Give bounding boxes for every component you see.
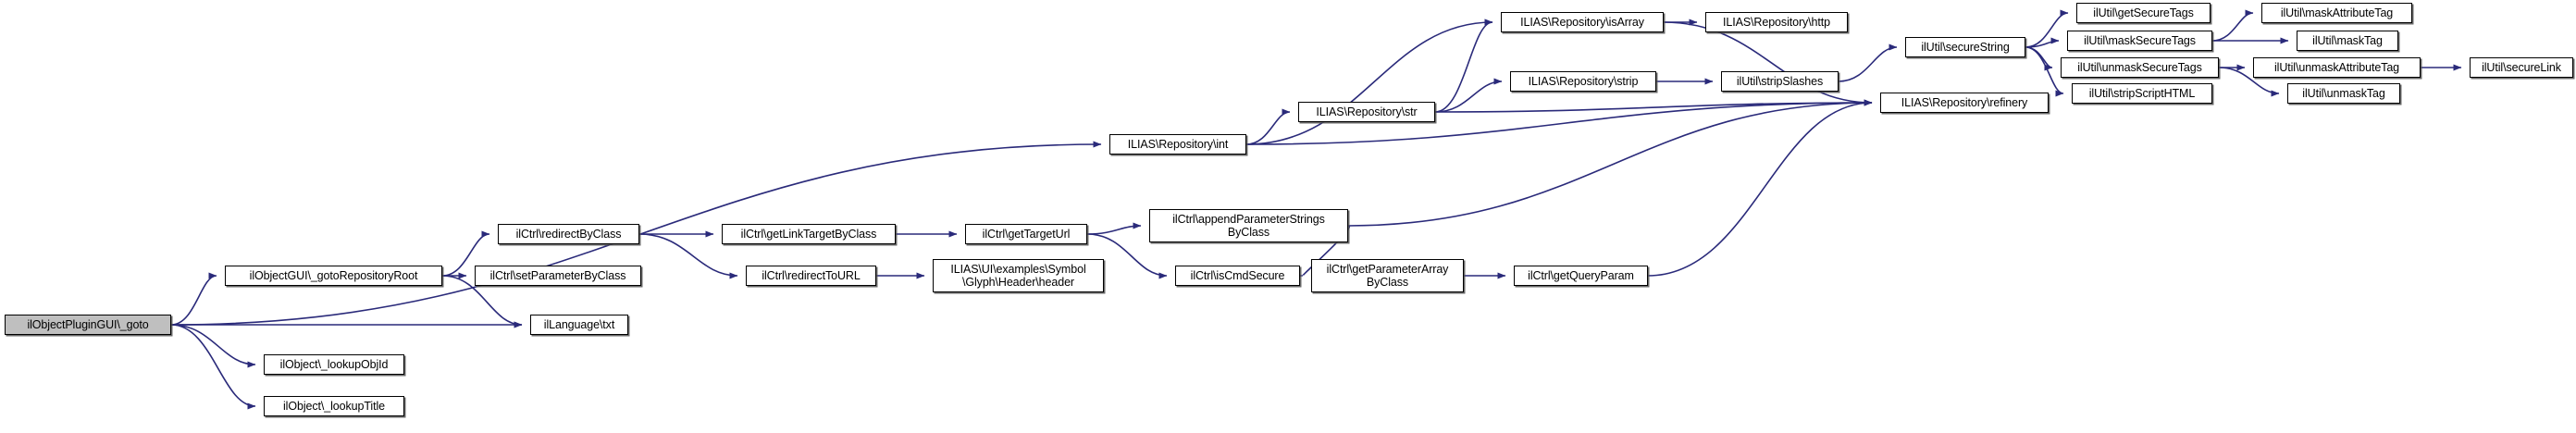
- graph-node[interactable]: ilUtil\maskAttributeTag: [2261, 3, 2412, 23]
- graph-node[interactable]: ilUtil\unmaskAttributeTag: [2253, 57, 2421, 78]
- graph-node[interactable]: ILIAS\Repository\strip: [1510, 71, 1656, 92]
- graph-node[interactable]: ilUtil\maskTag: [2297, 31, 2398, 51]
- graph-node[interactable]: ILIAS\Repository\str: [1298, 102, 1435, 122]
- graph-edge: [1647, 99, 1873, 277]
- graph-node[interactable]: ilUtil\getSecureTags: [2076, 3, 2211, 23]
- graph-edge: [170, 324, 256, 368]
- graph-node[interactable]: ilCtrl\appendParameterStrings ByClass: [1149, 209, 1348, 242]
- graph-node[interactable]: ilObjectGUI\_gotoRepositoryRoot: [225, 266, 442, 286]
- graph-node[interactable]: ilCtrl\redirectByClass: [498, 224, 639, 244]
- graph-edge: [2025, 9, 2069, 48]
- graph-node[interactable]: ilObject\_lookupObjId: [264, 354, 404, 375]
- graph-node[interactable]: ilUtil\unmaskSecureTags: [2061, 57, 2219, 78]
- graph-node[interactable]: ilUtil\unmaskTag: [2287, 83, 2400, 104]
- graph-node[interactable]: ilCtrl\getParameterArray ByClass: [1311, 259, 1464, 292]
- graph-edge: [2211, 9, 2254, 42]
- graph-node[interactable]: ilLanguage\txt: [530, 315, 628, 335]
- graph-edge: [2025, 37, 2060, 48]
- graph-node[interactable]: ILIAS\Repository\refinery: [1880, 93, 2049, 113]
- graph-node[interactable]: ILIAS\Repository\isArray: [1501, 12, 1664, 32]
- graph-node[interactable]: ilObject\_lookupTitle: [264, 396, 404, 416]
- graph-edge: [1838, 43, 1898, 82]
- graph-edge: [1245, 108, 1291, 145]
- graph-node[interactable]: ilCtrl\getLinkTargetByClass: [722, 224, 896, 244]
- graph-edge: [2025, 46, 2064, 97]
- graph-node[interactable]: ilUtil\stripScriptHTML: [2072, 83, 2212, 104]
- graph-node[interactable]: ilCtrl\getTargetUrl: [965, 224, 1087, 244]
- graph-node[interactable]: ILIAS\Repository\http: [1705, 12, 1848, 32]
- graph-edge: [1434, 99, 1873, 113]
- graph-node[interactable]: ILIAS\Repository\int: [1109, 134, 1246, 155]
- graph-node[interactable]: ilUtil\stripSlashes: [1721, 71, 1839, 92]
- graph-edge: [1434, 78, 1503, 113]
- graph-edge: [170, 272, 217, 326]
- graph-node[interactable]: ilUtil\maskSecureTags: [2067, 31, 2212, 51]
- graph-node[interactable]: ilCtrl\isCmdSecure: [1175, 266, 1300, 286]
- graph-node[interactable]: ilObjectPluginGUI\_goto: [5, 315, 171, 335]
- graph-node[interactable]: ilUtil\secureLink: [2470, 57, 2573, 78]
- graph-edge: [1086, 222, 1142, 235]
- graph-edge: [2025, 46, 2053, 71]
- graph-edge: [1245, 19, 1493, 145]
- graph-node[interactable]: ilCtrl\setParameterByClass: [475, 266, 641, 286]
- graph-node[interactable]: ilCtrl\getQueryParam: [1514, 266, 1648, 286]
- graph-node[interactable]: ilUtil\secureString: [1905, 37, 2025, 57]
- graph-edge: [1434, 19, 1493, 113]
- graph-node[interactable]: ILIAS\UI\examples\Symbol \Glyph\Header\h…: [933, 259, 1104, 292]
- graph-edge: [170, 324, 256, 410]
- graph-node[interactable]: ilCtrl\redirectToURL: [746, 266, 876, 286]
